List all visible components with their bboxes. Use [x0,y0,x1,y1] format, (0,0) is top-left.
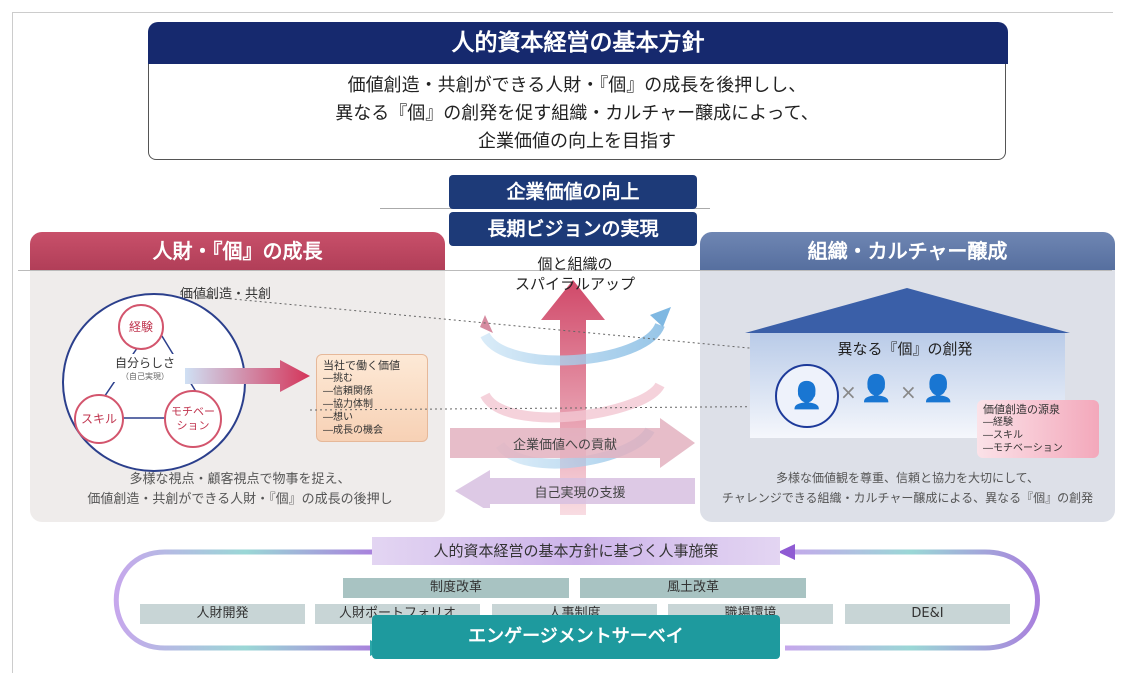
value-list-item: ―挑む [323,373,353,384]
measures-title: 人的資本経営の基本方針に基づく人事施策 [372,537,780,565]
node-self: 自分らしさ （自己実現） [105,354,185,382]
policy-line-3: 企業価値の向上を目指す [478,131,676,152]
right-panel-header: 組織・カルチャー醸成 [700,232,1115,270]
engagement-survey: エンゲージメントサーベイ [372,615,780,659]
node-experience: 経験 [118,304,164,350]
value-source-box: 価値創造の源泉 ―経験 ―スキル ―モチベーション [977,400,1099,458]
spiral-label: 個と組織の スパイラルアップ [475,254,675,294]
node-motivation: モチベーション [164,390,222,448]
value-source-item: ―スキル [983,430,1023,441]
node-self-sub: （自己実現） [121,372,169,381]
value-source-item: ―モチベーション [983,443,1063,454]
value-source-title: 価値創造の源泉 [983,403,1060,416]
right-caption: 多様な価値観を尊重、信頼と協力を大切にして、 チャレンジできる組織・カルチャー醸… [700,468,1115,508]
policy-title: 人的資本経営の基本方針 [148,22,1008,64]
divider [18,270,1112,271]
horizontal-arrows [450,418,695,508]
value-list-item: ―想い [323,412,353,423]
policy-body: 価値創造・共創ができる人財・『個』の成長を後押しし、 異なる『個』の創発を促す組… [148,64,1006,160]
house-title: 異なる『個』の創発 [837,340,973,358]
times-icon: × [840,380,857,404]
measure-chip: DE&I [845,604,1010,624]
spiral-label-line-2: スパイラルアップ [514,275,635,293]
arrow-to-value-list [185,360,310,392]
right-caption-line-1: 多様な価値観を尊重、信頼と協力を大切にして、 [775,471,1040,485]
person-icon: 👤 [860,374,893,404]
policy-line-2: 異なる『個』の創発を促す組織・カルチャー醸成によって、 [335,103,819,124]
left-caption: 多様な視点・顧客視点で物事を捉え、 価値創造・共創ができる人財・『個』の成長の後… [40,470,440,510]
left-caption-line-1: 多様な視点・顧客視点で物事を捉え、 [129,472,351,487]
left-panel-header: 人財・『個』の成長 [30,232,445,270]
reform-chip: 制度改革 [343,578,569,598]
vision-box: 長期ビジョンの実現 [449,212,697,246]
reform-chip: 風土改革 [580,578,806,598]
value-source-item: ―経験 [983,417,1013,428]
node-self-label: 自分らしさ [114,356,175,370]
person-icon: 👤 [775,364,839,428]
spiral-label-line-1: 個と組織の [537,255,613,273]
node-skill: スキル [74,394,124,444]
value-list-item: ―協力体制 [323,399,373,410]
self-realization-label: 自己実現の支援 [534,485,626,501]
value-list-title: 当社で働く価値 [323,359,400,372]
value-list-box: 当社で働く価値 ―挑む ―信頼関係 ―協力体制 ―想い ―成長の機会 [316,354,428,442]
contribution-label: 企業価値への貢献 [512,437,617,453]
value-list-item: ―信頼関係 [323,386,373,397]
times-icon: × [900,380,917,404]
person-icon: 👤 [922,374,955,404]
measure-chip: 人財開発 [140,604,305,624]
right-caption-line-2: チャレンジできる組織・カルチャー醸成による、異なる『個』の創発 [721,491,1094,505]
value-up-box: 企業価値の向上 [449,175,697,209]
left-subtitle: 価値創造・共創 [180,287,272,302]
policy-line-1: 価値創造・共創ができる人財・『個』の成長を後押しし、 [347,75,807,96]
value-list-item: ―成長の機会 [323,425,383,436]
left-caption-line-2: 価値創造・共創ができる人財・『個』の成長の後押し [87,492,393,507]
page-frame [12,12,1113,673]
